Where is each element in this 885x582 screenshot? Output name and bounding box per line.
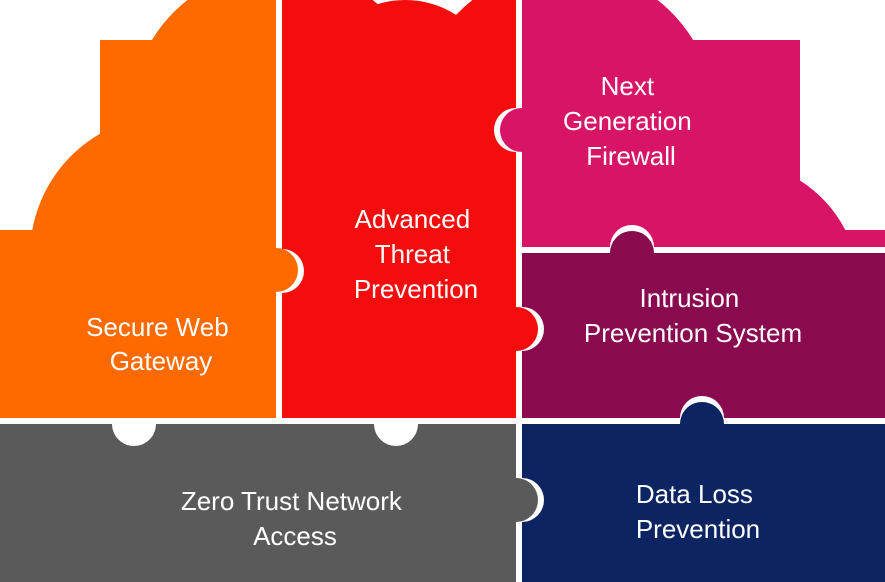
piece-intrusion-prevention-system bbox=[522, 231, 885, 418]
piece-zero-trust-network-access bbox=[0, 424, 538, 582]
label-zero-trust-network-access: Zero Trust Network Access bbox=[181, 486, 409, 551]
label-next-generation-firewall: Next Generation Firewall bbox=[563, 71, 699, 171]
label-secure-web-gateway: Secure Web Gateway bbox=[86, 312, 236, 376]
piece-data-loss-prevention bbox=[522, 402, 885, 582]
label-advanced-threat-prevention: Advanced Threat Prevention bbox=[354, 204, 478, 304]
label-data-loss-prevention: Data Loss Prevention bbox=[636, 479, 760, 544]
piece-advanced-threat-prevention bbox=[282, 0, 538, 418]
label-intrusion-prevention-system: Intrusion Prevention System bbox=[584, 283, 802, 348]
piece-next-generation-firewall bbox=[500, 0, 885, 247]
